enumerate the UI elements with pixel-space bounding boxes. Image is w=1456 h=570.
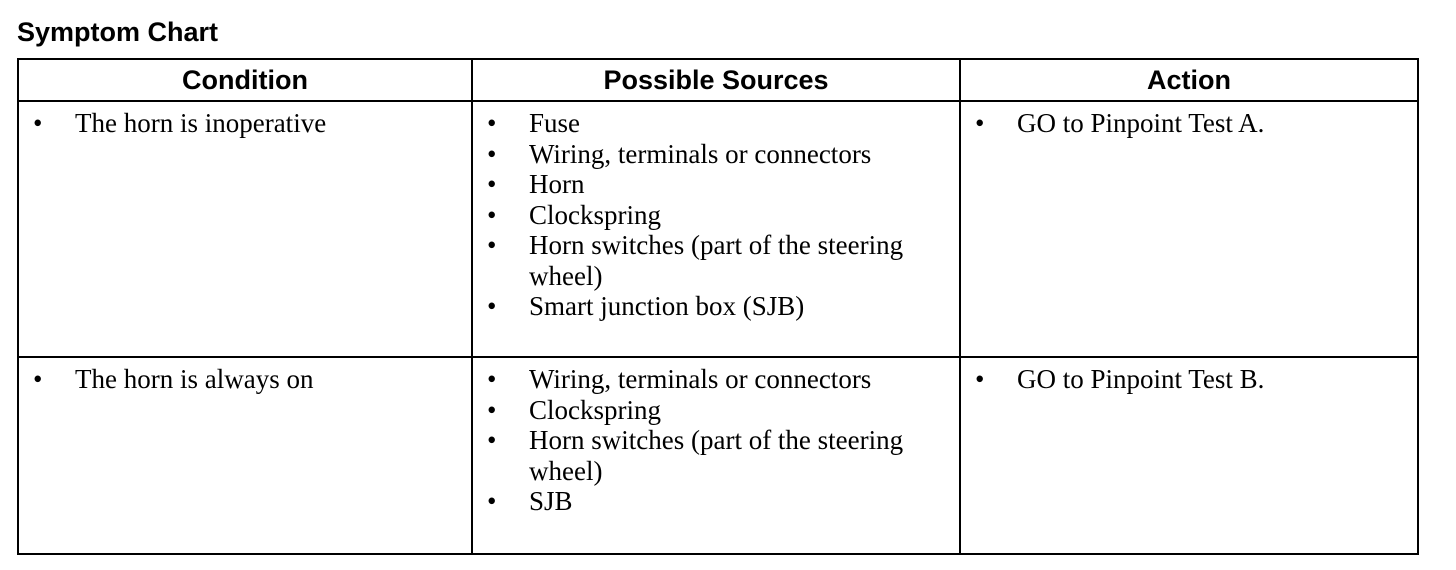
condition-cell: The horn is inoperative xyxy=(17,100,473,358)
sources-list: Fuse Wiring, terminals or connectors Hor… xyxy=(473,102,959,322)
sources-cell: Fuse Wiring, terminals or connectors Hor… xyxy=(471,100,961,358)
symptom-chart-table: Condition Possible Sources Action The ho… xyxy=(17,58,1419,555)
table-row: The horn is inoperative Fuse Wiring, ter… xyxy=(17,100,1419,358)
table-row: The horn is always on Wiring, terminals … xyxy=(17,356,1419,555)
list-item: Clockspring xyxy=(473,395,959,426)
list-item: Clockspring xyxy=(473,200,959,231)
list-item: Wiring, terminals or connectors xyxy=(473,364,959,395)
list-item: GO to Pinpoint Test A. xyxy=(961,108,1417,139)
condition-list: The horn is always on xyxy=(19,358,471,395)
header-condition: Condition xyxy=(17,58,473,102)
sources-cell: Wiring, terminals or connectors Clockspr… xyxy=(471,356,961,555)
list-item: Horn switches (part of the steering whee… xyxy=(473,425,959,486)
action-list: GO to Pinpoint Test A. xyxy=(961,102,1417,139)
list-item: The horn is always on xyxy=(19,364,471,395)
header-action: Action xyxy=(959,58,1419,102)
list-item: GO to Pinpoint Test B. xyxy=(961,364,1417,395)
action-cell: GO to Pinpoint Test B. xyxy=(959,356,1419,555)
condition-cell: The horn is always on xyxy=(17,356,473,555)
action-list: GO to Pinpoint Test B. xyxy=(961,358,1417,395)
list-item: Horn xyxy=(473,169,959,200)
condition-list: The horn is inoperative xyxy=(19,102,471,139)
sources-list: Wiring, terminals or connectors Clockspr… xyxy=(473,358,959,517)
list-item: SJB xyxy=(473,486,959,517)
header-possible-sources: Possible Sources xyxy=(471,58,961,102)
table-header-row: Condition Possible Sources Action xyxy=(17,58,1419,102)
action-cell: GO to Pinpoint Test A. xyxy=(959,100,1419,358)
list-item: The horn is inoperative xyxy=(19,108,471,139)
list-item: Wiring, terminals or connectors xyxy=(473,139,959,170)
list-item: Fuse xyxy=(473,108,959,139)
list-item: Smart junction box (SJB) xyxy=(473,291,959,322)
page-title: Symptom Chart xyxy=(17,17,219,47)
list-item: Horn switches (part of the steering whee… xyxy=(473,230,959,291)
